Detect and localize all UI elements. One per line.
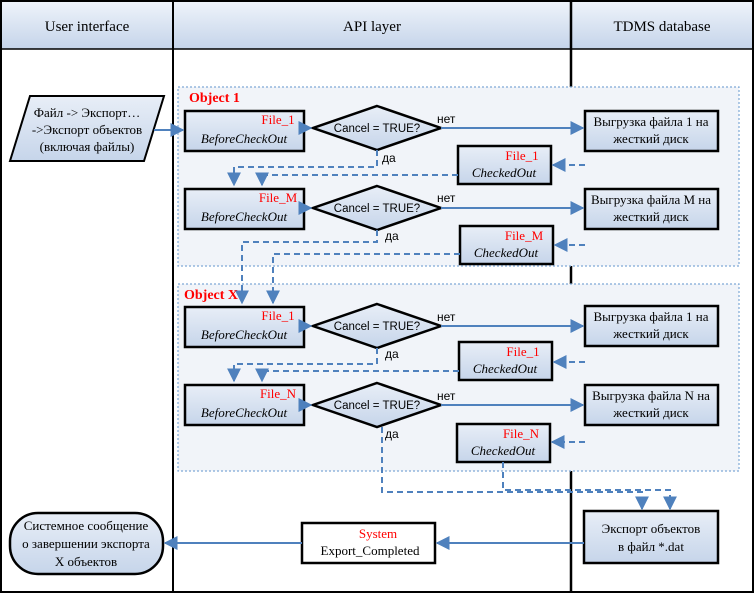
end-message-group: Системное сообщение о завершении экспорт… [8, 511, 165, 576]
checked-file: File_1 [505, 148, 538, 163]
event-name: BeforeCheckOut [201, 209, 288, 224]
upload-line-1: Выгрузка файла 1 на [594, 309, 709, 324]
checked-name: CheckedOut [473, 361, 538, 376]
export-box [582, 509, 720, 565]
decision-diamond [309, 381, 445, 429]
start-line-2: ->Экспорт объектов [32, 122, 142, 137]
flow-row-1: File_1 BeforeCheckOut Cancel = TRUE? нет… [183, 104, 720, 186]
lane-header-db: TDMS database [613, 19, 710, 35]
no-label: нет [437, 112, 456, 126]
upload-box [583, 109, 720, 153]
group-title-x: Object X [184, 288, 238, 303]
start-line-3: (включая файлы) [40, 139, 135, 154]
start-line-1: Файл -> Экспорт… [34, 105, 140, 120]
event-box [183, 109, 306, 153]
event-name: BeforeCheckOut [201, 405, 288, 420]
checked-box [456, 144, 553, 186]
event-file: File_M [259, 190, 298, 205]
upload-line-1: Выгрузка файла N на [592, 388, 710, 403]
checked-file: File_M [505, 228, 544, 243]
checked-file: File_1 [506, 344, 539, 359]
connectors [154, 121, 677, 550]
arrow-row2-checked-out [266, 253, 460, 305]
event-file: File_N [260, 386, 297, 401]
end-line-3: X объектов [55, 554, 117, 569]
event-box [183, 187, 306, 231]
end-line-1: Системное сообщение [24, 518, 149, 533]
lane-header-ui: User interface [45, 19, 130, 35]
event-box [183, 383, 306, 427]
no-label: нет [437, 191, 456, 205]
start-command: Файл -> Экспорт… ->Экспорт объектов (вкл… [8, 95, 166, 162]
decision-label: Cancel = TRUE? [334, 203, 420, 215]
upload-line-2: жесткий диск [612, 326, 689, 341]
end-line-2: о завершении экспорта [22, 536, 150, 551]
yes-label: да [385, 427, 399, 441]
arrow-row4-checked-out [502, 462, 677, 511]
arrow-row2-yes [235, 230, 378, 305]
upload-box [583, 187, 720, 231]
no-label: нет [437, 310, 456, 324]
system-event-source: System [359, 526, 397, 541]
lane-header-api: API layer [343, 19, 401, 35]
yes-label: да [382, 151, 396, 165]
event-name: BeforeCheckOut [201, 131, 288, 146]
end-message-box [8, 511, 165, 576]
checked-box [458, 224, 555, 266]
flow-row-3: File_1 BeforeCheckOut Cancel = TRUE? нет… [183, 302, 720, 382]
system-event-name: Export_Completed [321, 543, 420, 558]
flow-row-2: File_M BeforeCheckOut Cancel = TRUE? нет… [183, 184, 720, 266]
event-file: File_1 [261, 112, 294, 127]
upload-line-2: жесткий диск [612, 131, 689, 146]
no-label: нет [437, 389, 456, 403]
checked-name: CheckedOut [471, 443, 536, 458]
flow-row-4: File_N BeforeCheckOut Cancel = TRUE? нет… [183, 381, 720, 464]
event-name: BeforeCheckOut [201, 327, 288, 342]
upload-line-1: Выгрузка файла 1 на [594, 114, 709, 129]
decision-label: Cancel = TRUE? [334, 400, 420, 412]
export-box-group: Экспорт объектов в файл *.dat [582, 509, 720, 565]
upload-line-2: жесткий диск [612, 405, 689, 420]
arrow-row3-checked-out [255, 368, 459, 383]
upload-box [583, 304, 720, 348]
event-file: File_1 [261, 308, 294, 323]
group-title-1: Object 1 [189, 91, 240, 106]
checked-name: CheckedOut [472, 165, 537, 180]
arrow-row1-checked-out [255, 172, 458, 187]
yes-label: да [385, 347, 399, 361]
upload-line-2: жесткий диск [612, 209, 689, 224]
decision-label: Cancel = TRUE? [334, 123, 420, 135]
arrow-row4-yes [381, 427, 649, 511]
upload-line-1: Выгрузка файла M на [591, 192, 711, 207]
checked-file: File_N [503, 426, 540, 441]
decision-label: Cancel = TRUE? [334, 321, 420, 333]
checked-name: CheckedOut [474, 245, 539, 260]
system-event-group: System Export_Completed [300, 521, 437, 565]
export-line-1: Экспорт объектов [602, 521, 701, 536]
checked-box [457, 340, 554, 382]
yes-label: да [385, 229, 399, 243]
export-line-2: в файл *.dat [618, 539, 684, 554]
upload-box [583, 383, 720, 427]
